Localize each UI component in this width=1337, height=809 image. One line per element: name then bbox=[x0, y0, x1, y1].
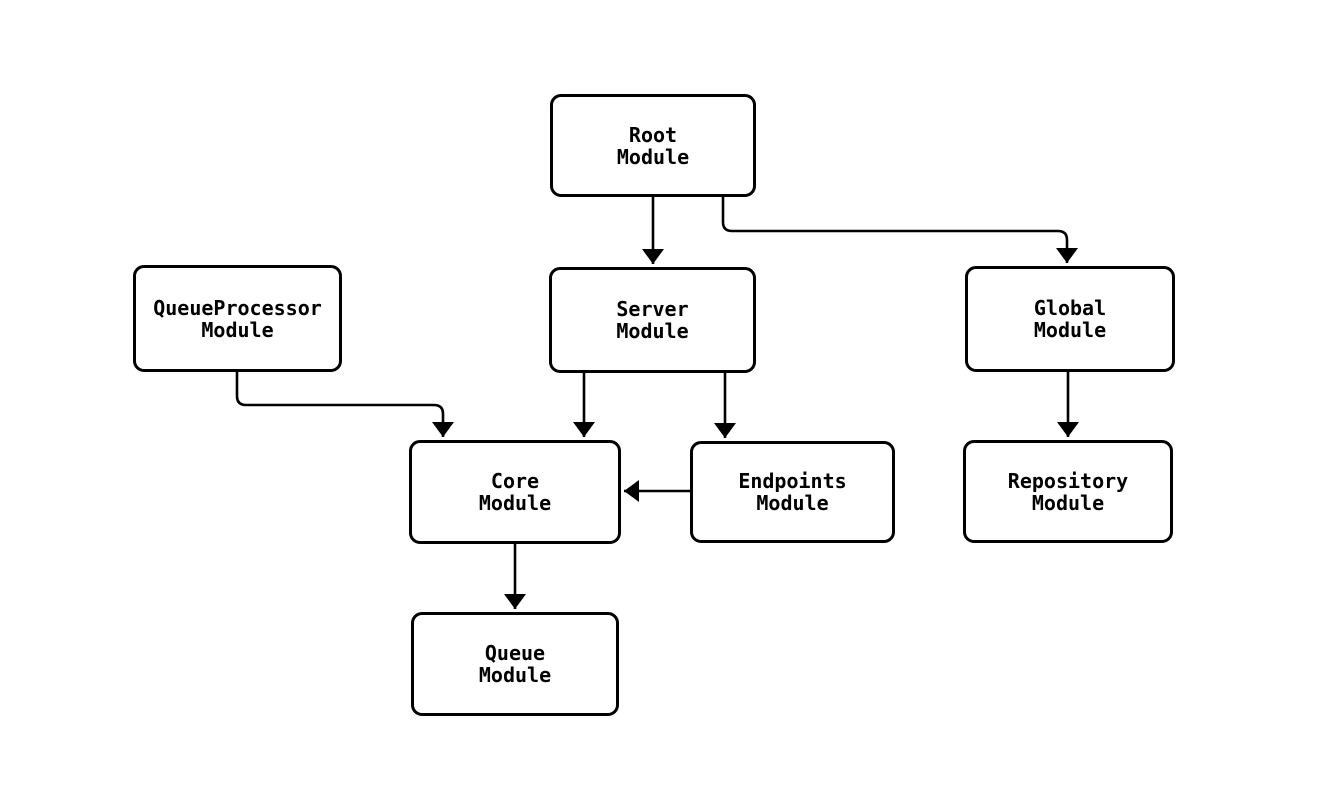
node-root-module: Root Module bbox=[550, 94, 756, 197]
node-queue-module: Queue Module bbox=[411, 612, 619, 716]
node-endpoints-module: Endpoints Module bbox=[690, 441, 895, 543]
node-core-module: Core Module bbox=[409, 440, 621, 544]
node-queueprocessor-module: QueueProcessor Module bbox=[133, 265, 342, 372]
node-global-module: Global Module bbox=[965, 266, 1175, 372]
node-server-module: Server Module bbox=[549, 267, 756, 373]
edge-queueprocessor-module-to-core-module bbox=[235, 372, 454, 437]
edge-root-module-to-global-module bbox=[721, 197, 1078, 263]
node-repository-module: Repository Module bbox=[963, 440, 1173, 543]
